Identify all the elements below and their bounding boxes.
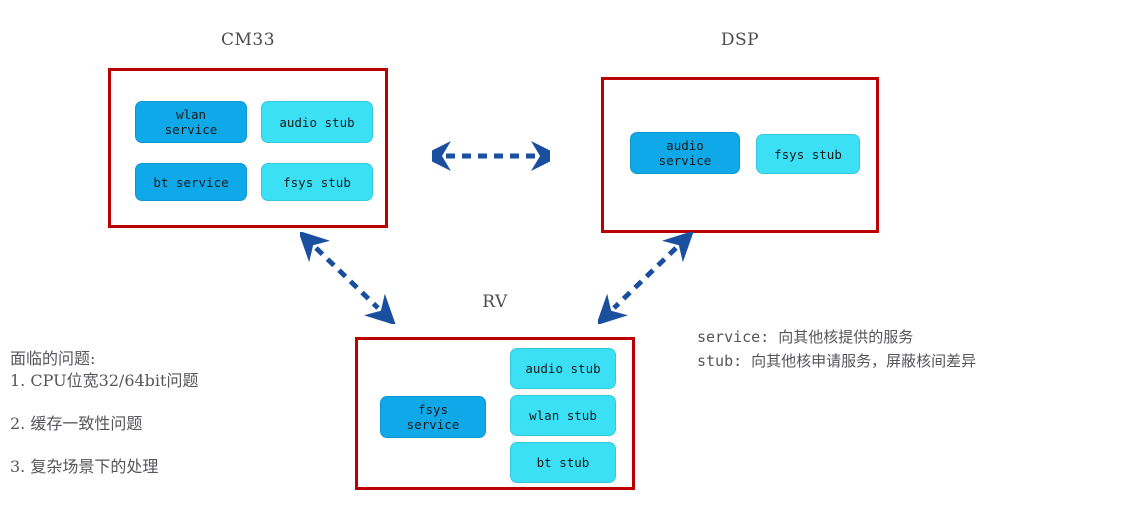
node-cm33-fsys-stub[interactable]: fsys stub	[261, 163, 373, 201]
node-rv-wlan-stub[interactable]: wlan stub	[510, 395, 616, 436]
node-cm33-bt-service[interactable]: bt service	[135, 163, 247, 201]
core-container-dsp: audio service fsys stub	[601, 77, 879, 233]
legend-service: service: 向其他核提供的服务	[697, 328, 914, 346]
node-rv-bt-stub[interactable]: bt stub	[510, 442, 616, 483]
connector-cm33-rv	[300, 232, 396, 324]
problems-heading: 面临的问题:	[10, 349, 96, 368]
node-cm33-wlan-service[interactable]: wlan service	[135, 101, 247, 143]
node-rv-audio-stub[interactable]: audio stub	[510, 348, 616, 389]
node-dsp-audio-service[interactable]: audio service	[630, 132, 740, 174]
problem-item-3: 3. 复杂场景下的处理	[10, 457, 159, 476]
group-title-dsp: DSP	[720, 30, 760, 50]
node-rv-fsys-service[interactable]: fsys service	[380, 396, 486, 438]
node-dsp-fsys-stub[interactable]: fsys stub	[756, 134, 860, 174]
core-container-rv: fsys service audio stub wlan stub bt stu…	[355, 337, 635, 490]
group-title-rv: RV	[482, 292, 508, 312]
problem-item-2: 2. 缓存一致性问题	[10, 414, 143, 433]
connector-cm33-dsp	[432, 141, 550, 171]
node-cm33-audio-stub[interactable]: audio stub	[261, 101, 373, 143]
legend-stub: stub: 向其他核申请服务，屏蔽核间差异	[697, 352, 977, 370]
problem-item-1: 1. CPU位宽32/64bit问题	[10, 371, 199, 390]
connector-dsp-rv	[598, 232, 694, 324]
core-container-cm33: wlan service audio stub bt service fsys …	[108, 68, 388, 228]
group-title-cm33: CM33	[220, 30, 276, 50]
